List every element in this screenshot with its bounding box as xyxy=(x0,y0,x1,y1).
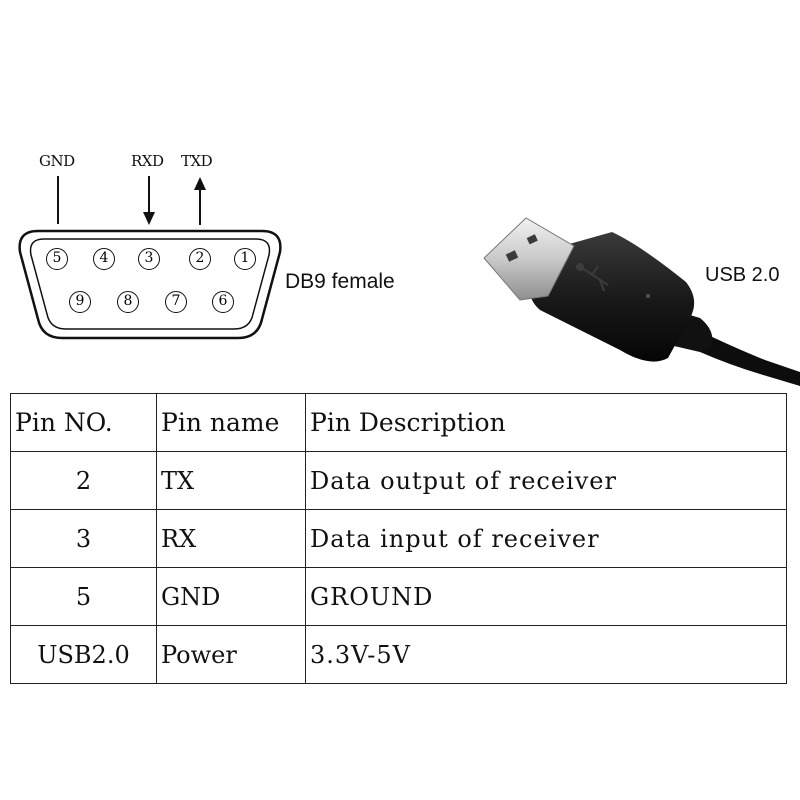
table-row: 5 GND GROUND xyxy=(10,567,787,626)
usb-logo-icon xyxy=(576,263,609,292)
db9-pin-8: 8 xyxy=(117,291,139,313)
pin-number-cell: 3 xyxy=(10,509,157,568)
db9-pin-7: 7 xyxy=(165,291,187,313)
pin-description-table: Pin NO. Pin name Pin Description 2 TX Da… xyxy=(10,393,787,684)
table-row: USB2.0 Power 3.3V-5V xyxy=(10,625,787,684)
db9-pin-6: 6 xyxy=(212,291,234,313)
pin-number-cell: 5 xyxy=(10,567,157,626)
usb-shell-hole-2 xyxy=(526,234,538,245)
gnd-signal-label: GND xyxy=(39,152,75,170)
table-header-row: Pin NO. Pin name Pin Description xyxy=(10,393,787,452)
pin-description-cell: GROUND xyxy=(305,567,787,626)
db9-pin-3: 3 xyxy=(138,248,160,270)
usb-2-0-label: USB 2.0 xyxy=(705,264,780,286)
pin-name-cell: TX xyxy=(156,451,306,510)
db9-outer-shell xyxy=(18,229,282,340)
db9-inner-shell xyxy=(29,238,271,330)
txd-signal-label: TXD xyxy=(181,152,213,170)
pin-name-cell: Power xyxy=(156,625,306,684)
pin-name-cell: RX xyxy=(156,509,306,568)
usb-body-dot xyxy=(646,294,650,298)
header-pin-name: Pin name xyxy=(156,393,306,452)
rxd-signal-label: RXD xyxy=(131,152,164,170)
db9-pin-5: 5 xyxy=(46,248,68,270)
usb-connector-illustration xyxy=(483,217,800,386)
usb-shell-hole-1 xyxy=(505,250,519,262)
txd-arrow-up-icon xyxy=(194,177,206,225)
table-row: 3 RX Data input of receiver xyxy=(10,509,787,568)
pin-number-cell: 2 xyxy=(10,451,157,510)
db9-pin-4: 4 xyxy=(93,248,115,270)
rxd-arrow-down-icon xyxy=(143,176,155,225)
pin-number-cell: USB2.0 xyxy=(10,625,157,684)
db9-pin-9: 9 xyxy=(69,291,91,313)
usb-cable xyxy=(700,335,800,386)
db9-pin-1: 1 xyxy=(234,248,256,270)
pin-name-cell: GND xyxy=(156,567,306,626)
usb-metal-shell xyxy=(483,217,575,301)
header-pin-no: Pin NO. xyxy=(10,393,157,452)
usb-plug-body xyxy=(529,232,695,362)
pin-description-cell: Data output of receiver xyxy=(305,451,787,510)
db9-pin-2: 2 xyxy=(189,248,211,270)
pin-description-cell: 3.3V-5V xyxy=(305,625,787,684)
pin-description-cell: Data input of receiver xyxy=(305,509,787,568)
table-row: 2 TX Data output of receiver xyxy=(10,451,787,510)
db9-female-label: DB9 female xyxy=(285,270,395,293)
header-pin-description: Pin Description xyxy=(305,393,787,452)
